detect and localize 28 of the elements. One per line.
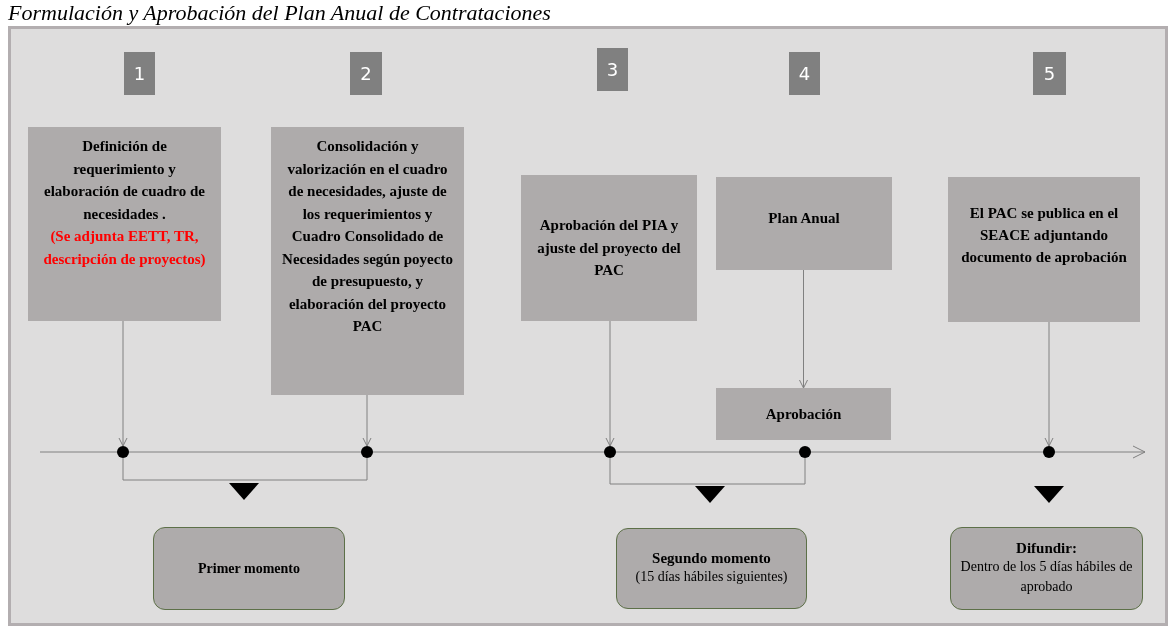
- step-number: 3: [597, 48, 628, 91]
- arrow: [118, 320, 128, 447]
- arrow: [799, 269, 808, 389]
- process-box: Aprobación: [716, 388, 891, 440]
- arrow: [605, 320, 615, 447]
- stage-box: [950, 527, 1143, 610]
- process-box: Aprobación del PIA y ajuste del proyecto del PAC: [521, 175, 697, 321]
- stage-title: Segundo momento: [652, 550, 771, 568]
- step-number: 5: [1033, 52, 1066, 95]
- diagram-title: Formulación y Aprobación del Plan Anual de Contrataciones: [8, 0, 551, 26]
- stage-title: Difundir:: [1016, 540, 1077, 558]
- bracket-line: [609, 457, 806, 485]
- process-box: El PAC se publica en el SEACE adjuntando documento de aprobación: [948, 177, 1140, 322]
- stage-box: Primer momento: [153, 527, 345, 610]
- stage-note: Dentro de los 5 días hábiles de aprobado: [959, 558, 1134, 596]
- process-box: Consolidación y valorización en el cuadro de necesidades, ajuste de los requerimientos y Cuadro Consolidado de Necesidades según poyecto de presupuesto, y elaboración del proyecto PAC: [271, 127, 464, 395]
- stage-box: [616, 528, 807, 609]
- process-box: [28, 127, 221, 321]
- step-number: 1: [124, 52, 155, 95]
- note-text: (Se adjunta EETT, TR, descripción de proyectos): [42, 227, 207, 269]
- arrow: [1044, 321, 1054, 447]
- bracket-line: [122, 457, 368, 481]
- process-box: Plan Anual: [716, 177, 892, 270]
- arrow: [362, 394, 372, 447]
- step-number: 4: [789, 52, 820, 95]
- box-text: Definición de requerimiento y elaboración de cuadro de necesidades .: [43, 137, 206, 224]
- stage-note: (15 días hábiles siguientes): [635, 568, 788, 587]
- step-number: 2: [350, 52, 382, 95]
